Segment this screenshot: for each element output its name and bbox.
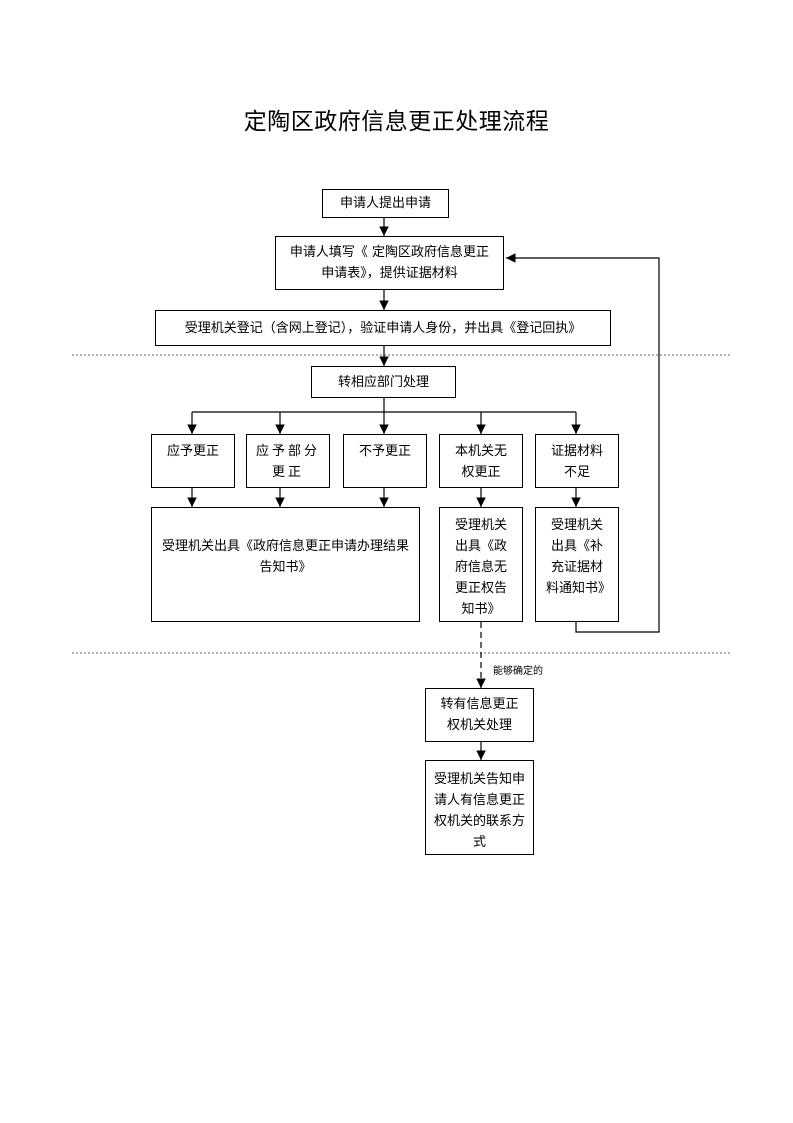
transfer-authority-box: 转有信息更正权机关处理 xyxy=(425,688,534,742)
decision-partial-box: 应予部分更正 xyxy=(246,434,330,488)
page-title: 定陶区政府信息更正处理流程 xyxy=(243,109,550,135)
step-apply-box: 申请人提出申请 xyxy=(322,189,449,218)
decision-correct-box: 应予更正 xyxy=(151,434,235,488)
decision-reject-box: 不予更正 xyxy=(343,434,427,488)
step-fill-form-box: 申请人填写《 定陶区政府信息更正申请表》，提供证据材料 xyxy=(275,236,504,290)
step-transfer-dept-box: 转相应部门处理 xyxy=(311,366,456,398)
inform-contact-box: 受理机关告知申请人有信息更正权机关的联系方式 xyxy=(425,760,534,855)
branch-note-label: 能够确定的 xyxy=(493,666,543,677)
feedback-loop-line xyxy=(506,253,660,633)
decision-insufficient-evidence-box: 证据材料不足 xyxy=(535,434,619,488)
result-supplement-notice-box: 受理机关出具《补充证据材料通知书》 xyxy=(535,507,619,622)
result-handle-notice-box: 受理机关出具《政府信息更正申请办理结果告知书》 xyxy=(151,507,420,622)
step-register-box: 受理机关登记（含网上登记），验证申请人身份，并出具《登记回执》 xyxy=(155,310,611,346)
result-no-authority-notice-box: 受理机关出具《政府信息无更正权告知书》 xyxy=(439,507,523,622)
decision-no-authority-box: 本机关无权更正 xyxy=(439,434,523,488)
